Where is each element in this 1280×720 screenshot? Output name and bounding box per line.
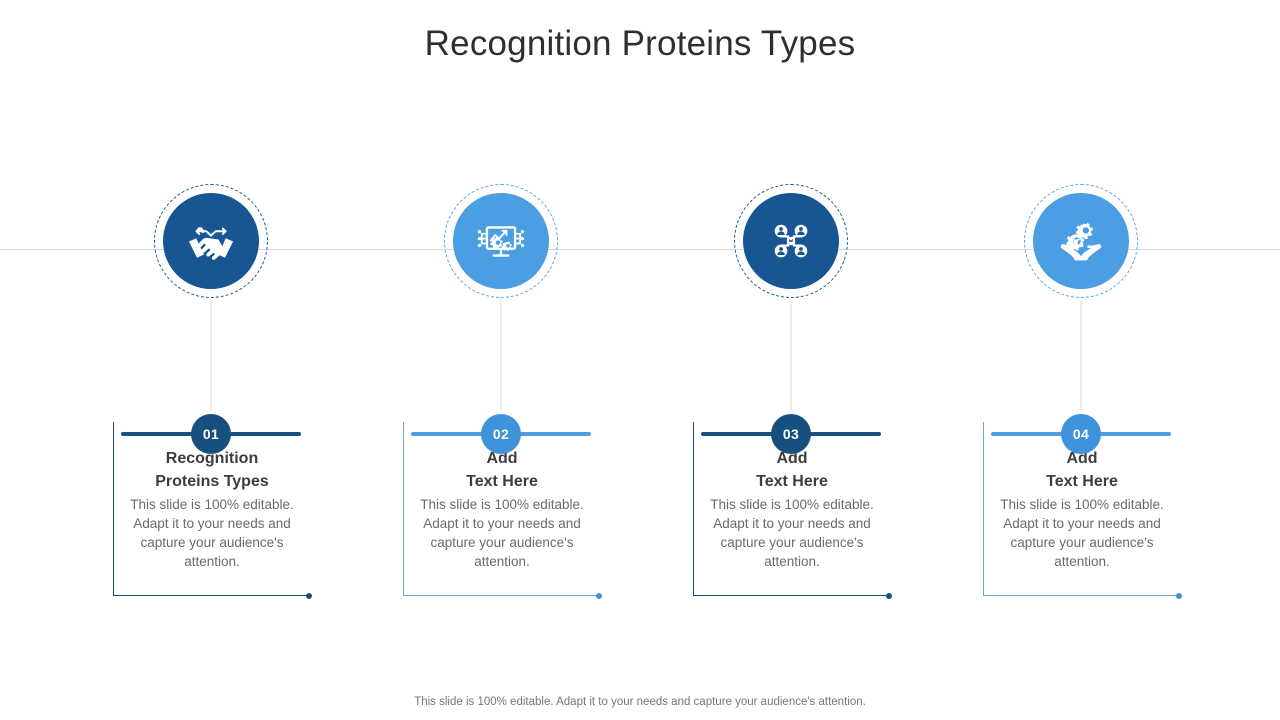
icon-medallion-2[interactable] [444, 184, 558, 298]
card-title: Add Text Here [466, 450, 538, 490]
connector-line [1080, 300, 1082, 410]
card-body: This slide is 100% editable. Adapt it to… [130, 497, 294, 569]
corner-dot [886, 592, 892, 599]
card-header-bar-group: 02 [411, 414, 591, 454]
corner-dot [596, 592, 602, 599]
dashed-ring [734, 184, 848, 298]
icon-medallion-3[interactable] [734, 184, 848, 298]
icon-medallion-1[interactable] [154, 184, 268, 298]
info-card: Add Text Here This slide is 100% editabl… [403, 422, 602, 599]
step-number-badge[interactable]: 04 [1061, 414, 1101, 454]
connector-line [210, 300, 212, 410]
item-column-1: Recognition Proteins Types This slide is… [66, 0, 356, 720]
info-card: Add Text Here This slide is 100% editabl… [693, 422, 892, 599]
connector-line [500, 300, 502, 410]
handshake-icon [163, 193, 259, 289]
item-column-2: Add Text Here This slide is 100% editabl… [356, 0, 646, 720]
corner-dot [1176, 592, 1182, 599]
footer-note: This slide is 100% editable. Adapt it to… [414, 696, 866, 708]
card-title: Add Text Here [1046, 450, 1118, 490]
dashed-ring [1024, 184, 1138, 298]
card-header-bar-group: 03 [701, 414, 881, 454]
step-number-badge[interactable]: 01 [191, 414, 231, 454]
page-title: Recognition Proteins Types [424, 24, 856, 63]
team-network-icon [743, 193, 839, 289]
dashed-ring [154, 184, 268, 298]
step-number-badge[interactable]: 03 [771, 414, 811, 454]
card-header-bar-group: 01 [121, 414, 301, 454]
info-card: Recognition Proteins Types This slide is… [113, 422, 312, 599]
step-number-badge[interactable]: 02 [481, 414, 521, 454]
timeline-axis [0, 249, 1280, 250]
dashed-ring [444, 184, 558, 298]
hands-gear-wrench-icon [1033, 193, 1129, 289]
card-body: This slide is 100% editable. Adapt it to… [710, 497, 874, 569]
card-header-bar-group: 04 [991, 414, 1171, 454]
corner-dot [306, 592, 312, 599]
info-card: Add Text Here This slide is 100% editabl… [983, 422, 1182, 599]
card-body: This slide is 100% editable. Adapt it to… [420, 497, 584, 569]
item-column-3: Add Text Here This slide is 100% editabl… [646, 0, 936, 720]
item-column-4: Add Text Here This slide is 100% editabl… [936, 0, 1226, 720]
card-title: Recognition Proteins Types [155, 450, 269, 490]
monitor-analytics-gears-icon [453, 193, 549, 289]
card-title: Add Text Here [756, 450, 828, 490]
icon-medallion-4[interactable] [1024, 184, 1138, 298]
card-body: This slide is 100% editable. Adapt it to… [1000, 497, 1164, 569]
connector-line [790, 300, 792, 410]
